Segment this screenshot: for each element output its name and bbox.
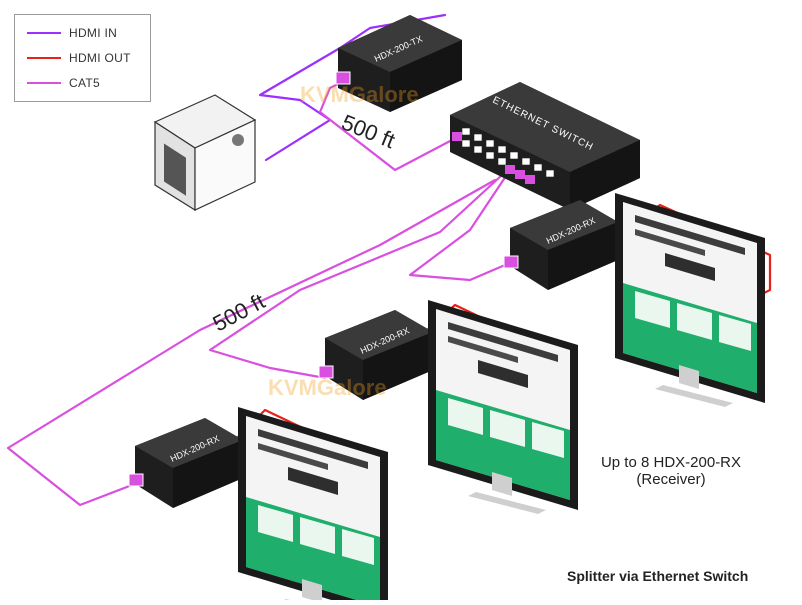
watermark-middle: KVMGalore	[268, 375, 387, 400]
rx-device-icon-1	[503, 200, 618, 290]
receiver-caption-line1: Up to 8 HDX-200-RX	[600, 454, 742, 471]
legend-swatch-hdmi-in	[27, 32, 61, 34]
legend-swatch-hdmi-out	[27, 57, 61, 59]
watermark-top: KVMGalore	[300, 82, 419, 107]
cat5-cable-tx-switch	[318, 80, 454, 172]
distance-label-middle: 500 ft	[209, 288, 269, 336]
pc-tower-icon	[153, 94, 257, 212]
legend-item-cat5: CAT5	[27, 73, 147, 93]
rx-device-icon-3	[128, 418, 243, 508]
legend-label: HDMI IN	[69, 26, 118, 40]
monitor-icon-1	[615, 193, 765, 407]
receiver-caption-line2: (Receiver)	[636, 471, 706, 488]
receiver-caption: Up to 8 HDX-200-RX (Receiver)	[586, 454, 756, 488]
monitor-icon-2	[428, 300, 578, 514]
legend-item-hdmi-in: HDMI IN	[27, 23, 147, 43]
legend-label: HDMI OUT	[69, 51, 131, 65]
legend-label: CAT5	[69, 76, 100, 90]
diagram-title: Splitter via Ethernet Switch	[567, 568, 749, 584]
tx-device-icon	[335, 15, 462, 112]
distance-label-top: 500 ft	[338, 109, 398, 153]
cat5-cable-rx1	[408, 168, 512, 282]
cat5-cable-rx2	[208, 173, 504, 380]
rx-device-icon-2	[318, 310, 433, 400]
legend: HDMI IN HDMI OUT CAT5	[14, 14, 151, 102]
ethernet-switch-icon	[450, 82, 640, 210]
legend-swatch-cat5	[27, 82, 61, 84]
cat5-cable-rx3	[6, 178, 497, 507]
legend-item-hdmi-out: HDMI OUT	[27, 48, 147, 68]
monitor-icon-3	[238, 407, 388, 605]
